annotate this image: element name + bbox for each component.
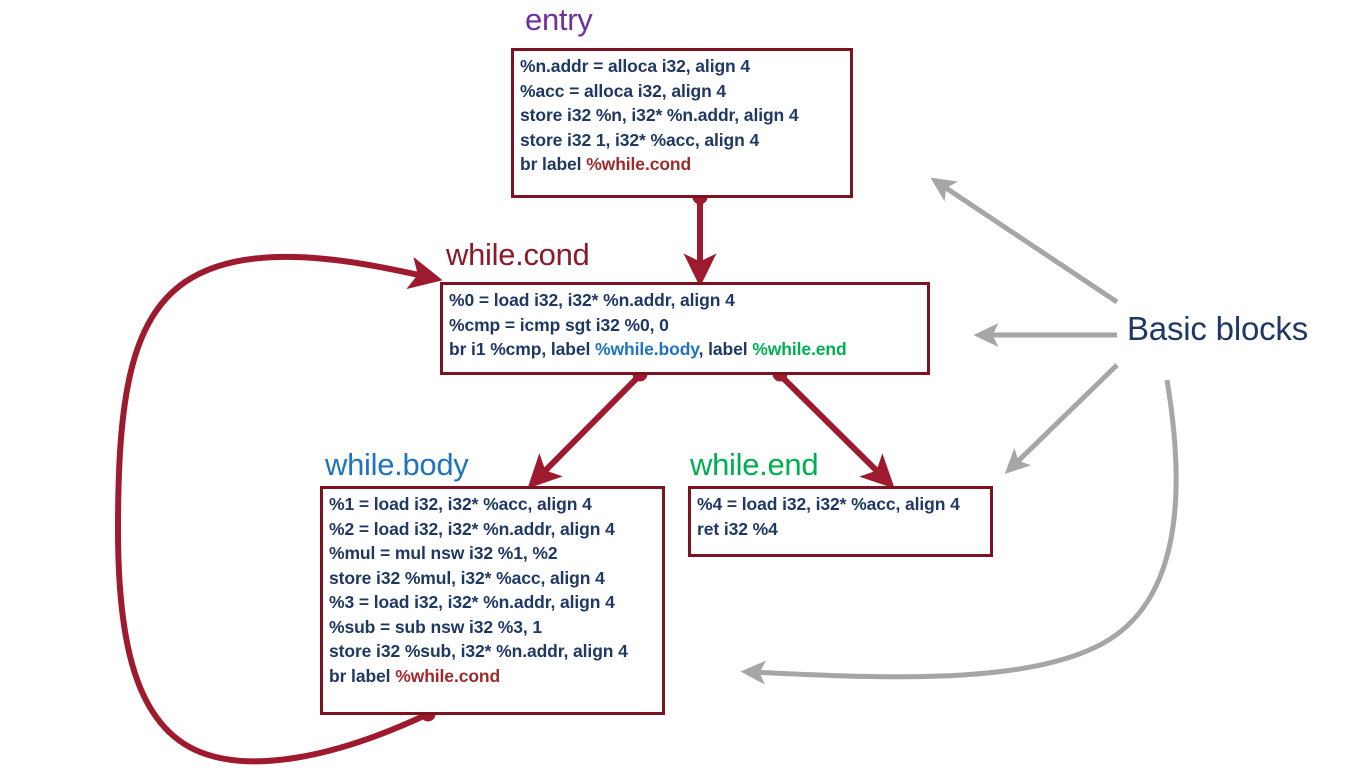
instruction-line: %cmp = icmp sgt i32 %0, 0 [449,313,922,338]
instruction-line: store i32 %sub, i32* %n.addr, align 4 [329,639,657,664]
instruction-text: %cmp = icmp sgt i32 %0, 0 [449,314,669,335]
basic-block-entry[interactable]: %n.addr = alloca i32, align 4 %acc = all… [511,48,853,198]
annotation-arrow-to-while-end [1004,363,1119,475]
basic-block-while-cond[interactable]: %0 = load i32, i32* %n.addr, align 4 %cm… [440,282,930,375]
instruction-line: store i32 %n, i32* %n.addr, align 4 [520,103,845,128]
instruction-text: %3 = load i32, i32* %n.addr, align 4 [329,592,615,612]
block-label-while-body: while.body [325,447,469,482]
instruction-line: %sub = sub nsw i32 %3, 1 [329,615,657,640]
instruction-text: %sub = sub nsw i32 %3, 1 [329,616,543,637]
label-ref-cond: %while.cond [586,154,692,174]
edge-entry-to-while-cond [683,189,717,288]
instruction-line: br label %while.cond [520,152,845,177]
instruction-text: store i32 %mul, i32* %acc, align 4 [329,567,605,588]
label-ref-body: %while.body [595,339,699,359]
instruction-text: ret i32 %4 [697,518,778,539]
instruction-text: store i32 1, i32* %acc, align 4 [520,129,760,150]
block-label-entry: entry [525,2,593,37]
basic-block-while-end[interactable]: %4 = load i32, i32* %acc, align 4 ret i3… [688,486,993,557]
instruction-text: %0 = load i32, i32* %n.addr, align 4 [449,290,735,310]
instruction-line: %n.addr = alloca i32, align 4 [520,54,845,79]
block-label-while-end: while.end [690,447,819,482]
instruction-text: %2 = load i32, i32* %n.addr, align 4 [329,518,615,539]
instruction-line: br i1 %cmp, label %while.body, label %wh… [449,337,922,362]
instruction-text: br label [520,154,587,174]
instruction-line: br label %while.cond [329,664,657,689]
instruction-line: store i32 1, i32* %acc, align 4 [520,128,845,153]
instruction-text: %acc = alloca i32, align 4 [520,80,727,101]
instruction-line: %1 = load i32, i32* %acc, align 4 [329,492,657,517]
instruction-line: ret i32 %4 [697,517,985,542]
instruction-text: %4 = load i32, i32* %acc, align 4 [697,494,960,514]
instruction-text: %1 = load i32, i32* %acc, align 4 [329,494,592,514]
annotation-basic-blocks: Basic blocks [1127,310,1309,347]
label-ref-cond: %while.cond [395,665,501,686]
instruction-text: br i1 %cmp, label [449,339,596,359]
instruction-text: %mul = mul nsw i32 %1, %2 [329,543,558,563]
instruction-text: , label [698,339,753,359]
instruction-text: store i32 %n, i32* %n.addr, align 4 [520,105,799,125]
basic-block-while-body[interactable]: %1 = load i32, i32* %acc, align 4 %2 = l… [320,486,665,715]
edge-while-cond-to-while-body [527,366,648,489]
block-label-while-cond: while.cond [446,237,590,272]
instruction-line: %mul = mul nsw i32 %1, %2 [329,541,657,566]
instruction-line: %4 = load i32, i32* %acc, align 4 [697,492,985,517]
annotation-arrow-to-entry [930,177,1119,305]
instruction-line: store i32 %mul, i32* %acc, align 4 [329,566,657,591]
label-ref-end: %while.end [752,339,847,359]
instruction-line: %acc = alloca i32, align 4 [520,79,845,104]
instruction-text: store i32 %sub, i32* %n.addr, align 4 [329,641,628,661]
instruction-line: %0 = load i32, i32* %n.addr, align 4 [449,288,922,313]
instruction-line: %3 = load i32, i32* %n.addr, align 4 [329,590,657,615]
instruction-text: br label [329,665,396,686]
instruction-line: %2 = load i32, i32* %n.addr, align 4 [329,517,657,542]
instruction-text: %n.addr = alloca i32, align 4 [520,56,751,76]
